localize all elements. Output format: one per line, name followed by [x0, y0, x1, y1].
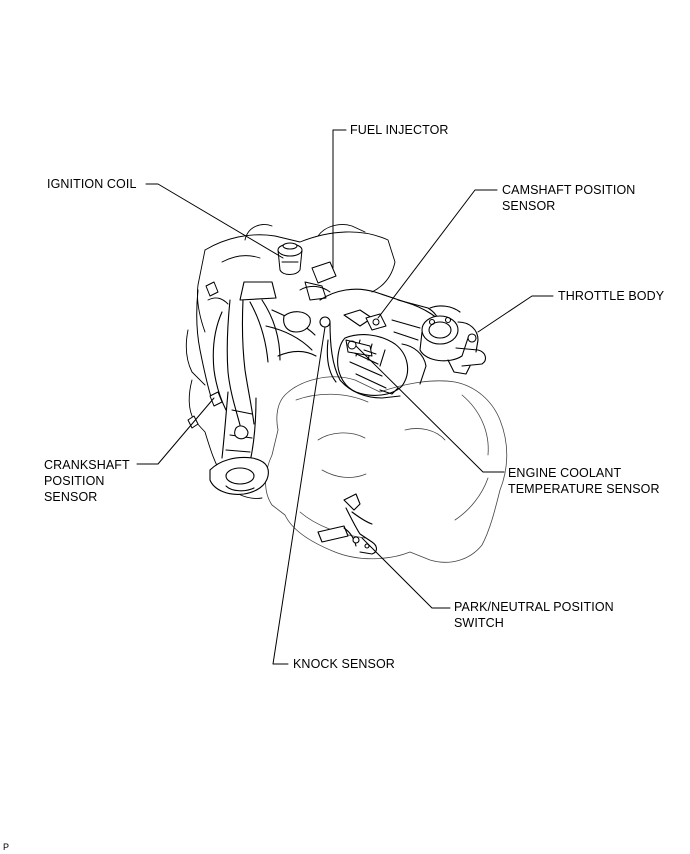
label-ignition-coil: IGNITION COIL: [47, 177, 137, 191]
label-line: SWITCH: [454, 616, 504, 630]
fuel-injector-shape: [299, 261, 337, 301]
label-fuel-injector: FUEL INJECTOR: [350, 123, 449, 137]
label-camshaft-position-sensor: CAMSHAFT POSITION SENSOR: [502, 182, 635, 214]
label-line: CAMSHAFT POSITION: [502, 183, 636, 197]
camshaft-sensor-shape: [365, 313, 387, 331]
label-throttle-body: THROTTLE BODY: [558, 289, 665, 303]
throttle-body-shape: [419, 305, 487, 375]
leader-lines: [136, 129, 554, 665]
park-neutral-switch-shape: [317, 493, 378, 555]
crankshaft-sensor-shape: [187, 281, 223, 429]
ect-sensor-shape: [345, 339, 377, 357]
label-park-neutral-position-switch: PARK/NEUTRAL POSITION SWITCH: [454, 599, 614, 631]
ignition-coil-shape: [277, 242, 303, 275]
label-line: POSITION: [44, 474, 105, 488]
label-line: TEMPERATURE SENSOR: [508, 482, 660, 496]
transaxle-outline: [265, 376, 508, 563]
label-line: SENSOR: [502, 199, 556, 213]
label-line: ENGINE COOLANT: [508, 466, 622, 480]
corner-mark: P: [3, 842, 10, 852]
label-engine-coolant-temperature-sensor: ENGINE COOLANT TEMPERATURE SENSOR: [508, 465, 660, 497]
intake-manifold: [319, 288, 449, 399]
exhaust-pipe: [209, 391, 269, 495]
engine-block: [185, 224, 396, 499]
label-crankshaft-position-sensor: CRANKSHAFT POSITION SENSOR: [44, 457, 130, 505]
label-knock-sensor: KNOCK SENSOR: [293, 657, 395, 671]
exhaust-manifold: [212, 281, 331, 426]
label-line: CRANKSHAFT: [44, 458, 130, 472]
label-line: PARK/NEUTRAL POSITION: [454, 600, 614, 614]
label-line: SENSOR: [44, 490, 98, 504]
